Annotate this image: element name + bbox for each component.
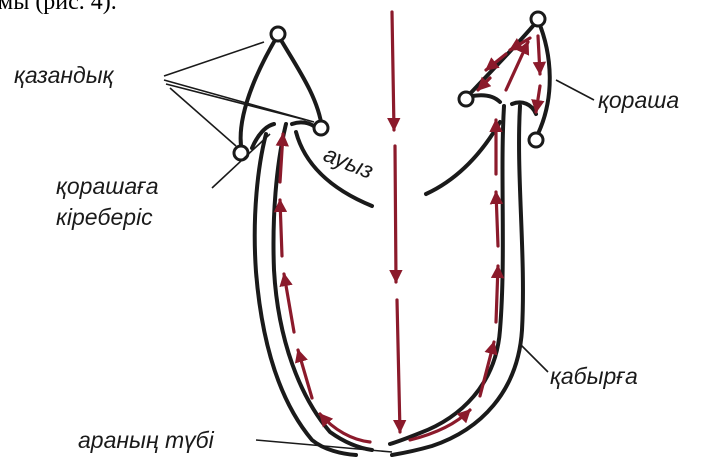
left-cap-knob-right — [314, 121, 328, 135]
label-korasha: қораша — [598, 87, 679, 113]
label-kabyrga: қабырға — [550, 363, 638, 389]
caption-fragment: мы (рис. 4). — [0, 0, 117, 15]
leader-kabyrga — [520, 344, 548, 372]
flow-arrow-center-1 — [392, 12, 394, 130]
label-aranyn-tybi: араның түбі — [78, 427, 215, 453]
flow-arrow-cap-6 — [536, 86, 540, 112]
right-cap-knob-top — [531, 12, 545, 26]
leader-aranyn-tybi — [256, 440, 392, 452]
label-kazandyk: қазандық — [14, 62, 115, 88]
flow-arrow-center-3 — [397, 300, 400, 432]
label-korashaga-line2: кіреберіс — [56, 204, 153, 230]
flow-arrow-cap-5 — [538, 36, 540, 74]
right-mouth-flap — [426, 122, 500, 194]
right-inner-lip-b — [512, 102, 536, 114]
left-cap-knob-left — [234, 146, 248, 160]
label-auyz: ауыз — [320, 141, 377, 184]
flow-arrow-right-3 — [496, 192, 498, 246]
flow-arrow-center-2 — [395, 146, 396, 282]
right-inner-lip-a — [472, 95, 500, 102]
left-cap-knob-top — [271, 27, 285, 41]
right-wall-inner — [390, 106, 504, 444]
flow-arrow-left-2 — [284, 274, 294, 332]
flow-arrow-left-3 — [280, 200, 282, 256]
leader-korasha — [556, 80, 594, 100]
right-cap-knob-bottom — [529, 133, 543, 147]
flow-arrow-right-2 — [496, 266, 498, 322]
leader-kazandyk-top — [164, 42, 264, 76]
label-korashaga-line1: қорашаға — [56, 173, 159, 199]
left-inner-lip-b — [292, 122, 316, 128]
right-cap-knob-left — [459, 92, 473, 106]
left-wall-outer — [255, 134, 356, 455]
left-cap-outline — [241, 35, 322, 152]
